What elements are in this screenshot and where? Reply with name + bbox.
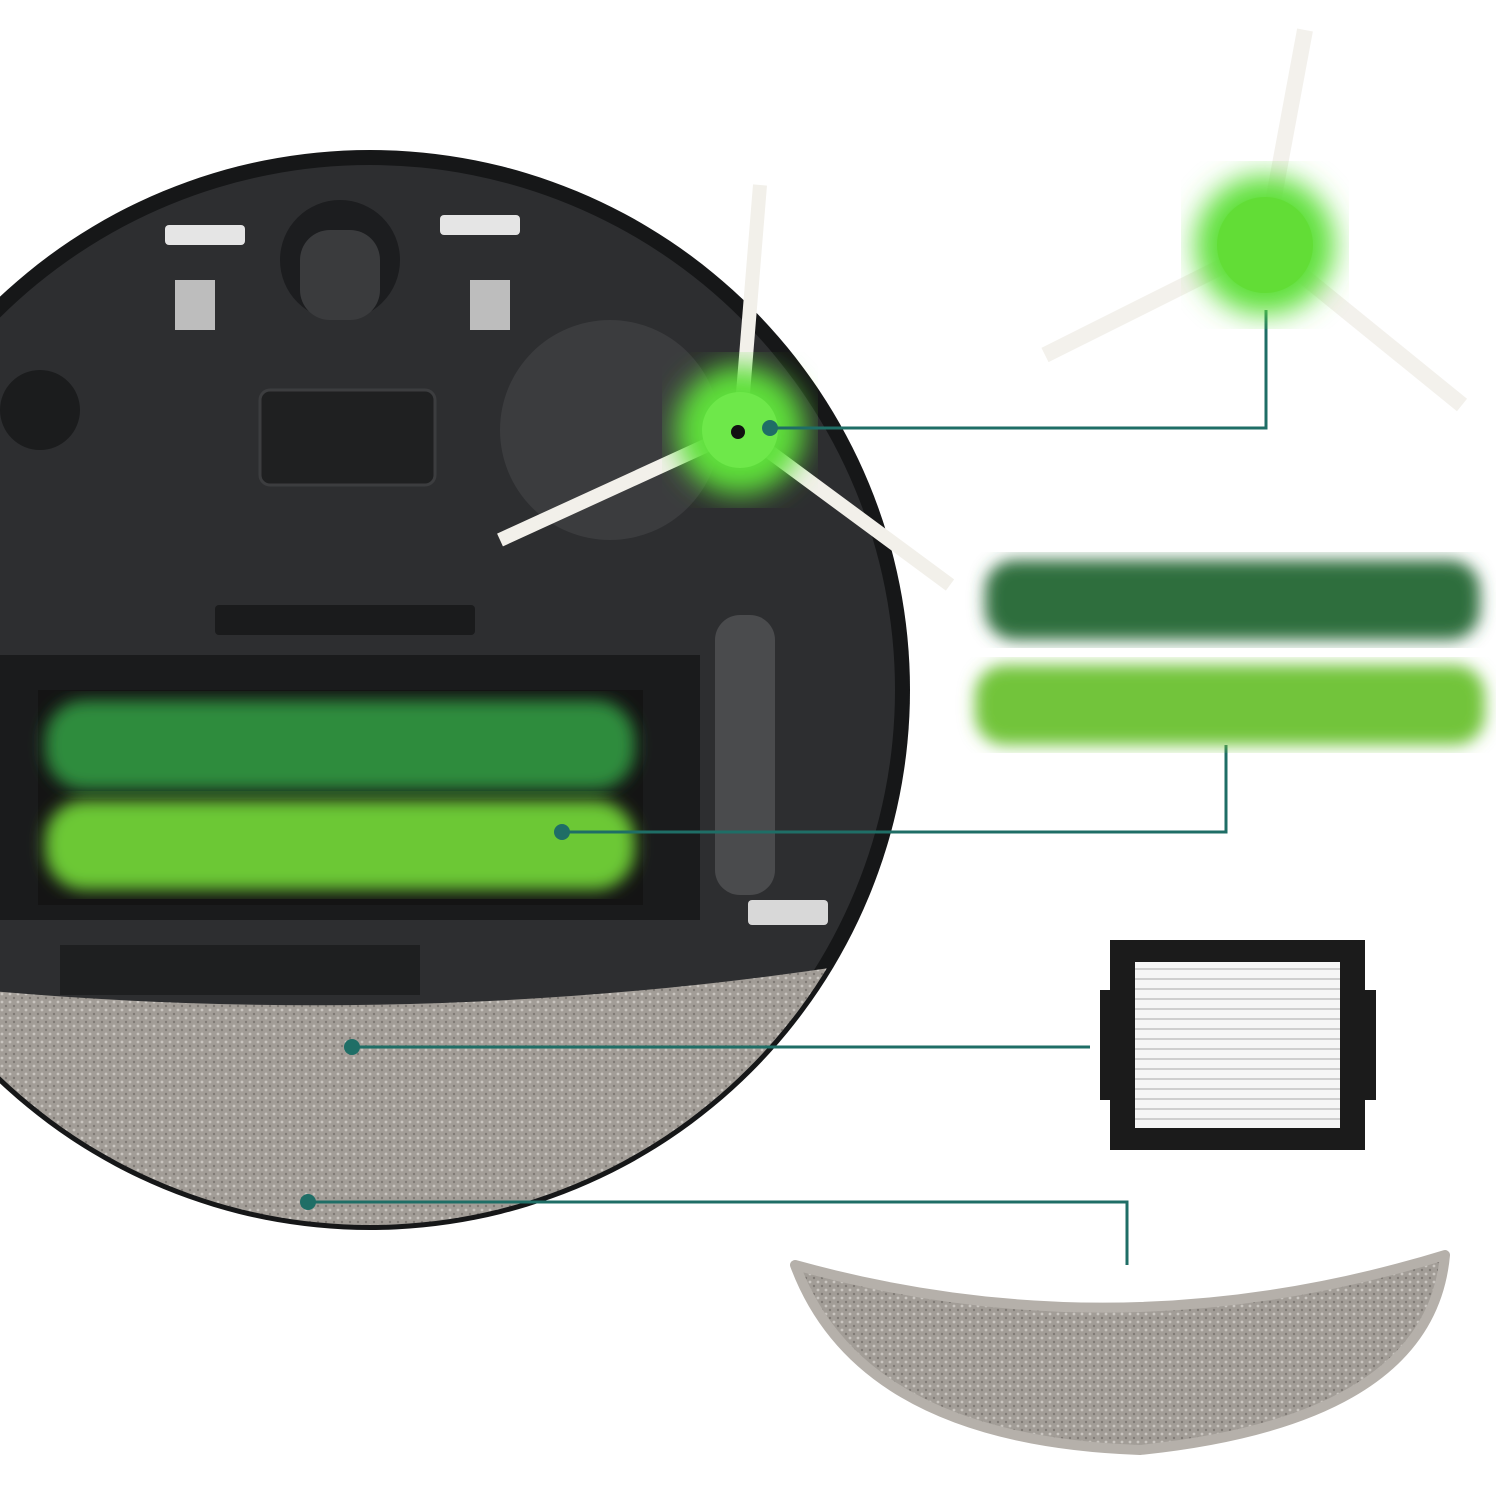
robot-mop-pad bbox=[0, 965, 900, 1225]
robot-roller-light bbox=[45, 800, 635, 890]
robot-roller-dark bbox=[45, 700, 635, 790]
callout-lines bbox=[308, 310, 1268, 1265]
mop-pad-image bbox=[790, 1250, 1450, 1455]
robot-side-brush bbox=[497, 184, 955, 591]
callout-rollers bbox=[562, 745, 1228, 834]
callout-dot bbox=[762, 420, 778, 436]
robot-underside-image bbox=[0, 150, 955, 1230]
callout-dot bbox=[554, 824, 570, 840]
hepa-filter-image bbox=[1100, 940, 1376, 1150]
roller-brushes-image bbox=[975, 560, 1485, 745]
roller-light-green bbox=[975, 665, 1485, 745]
roller-dark-green bbox=[985, 560, 1480, 640]
callout-side-brush bbox=[770, 310, 1268, 430]
callout-dot bbox=[344, 1039, 360, 1055]
side-brush-image bbox=[1041, 28, 1468, 412]
callout-dot bbox=[300, 1194, 316, 1210]
callout-mop-pad bbox=[308, 1200, 1129, 1265]
